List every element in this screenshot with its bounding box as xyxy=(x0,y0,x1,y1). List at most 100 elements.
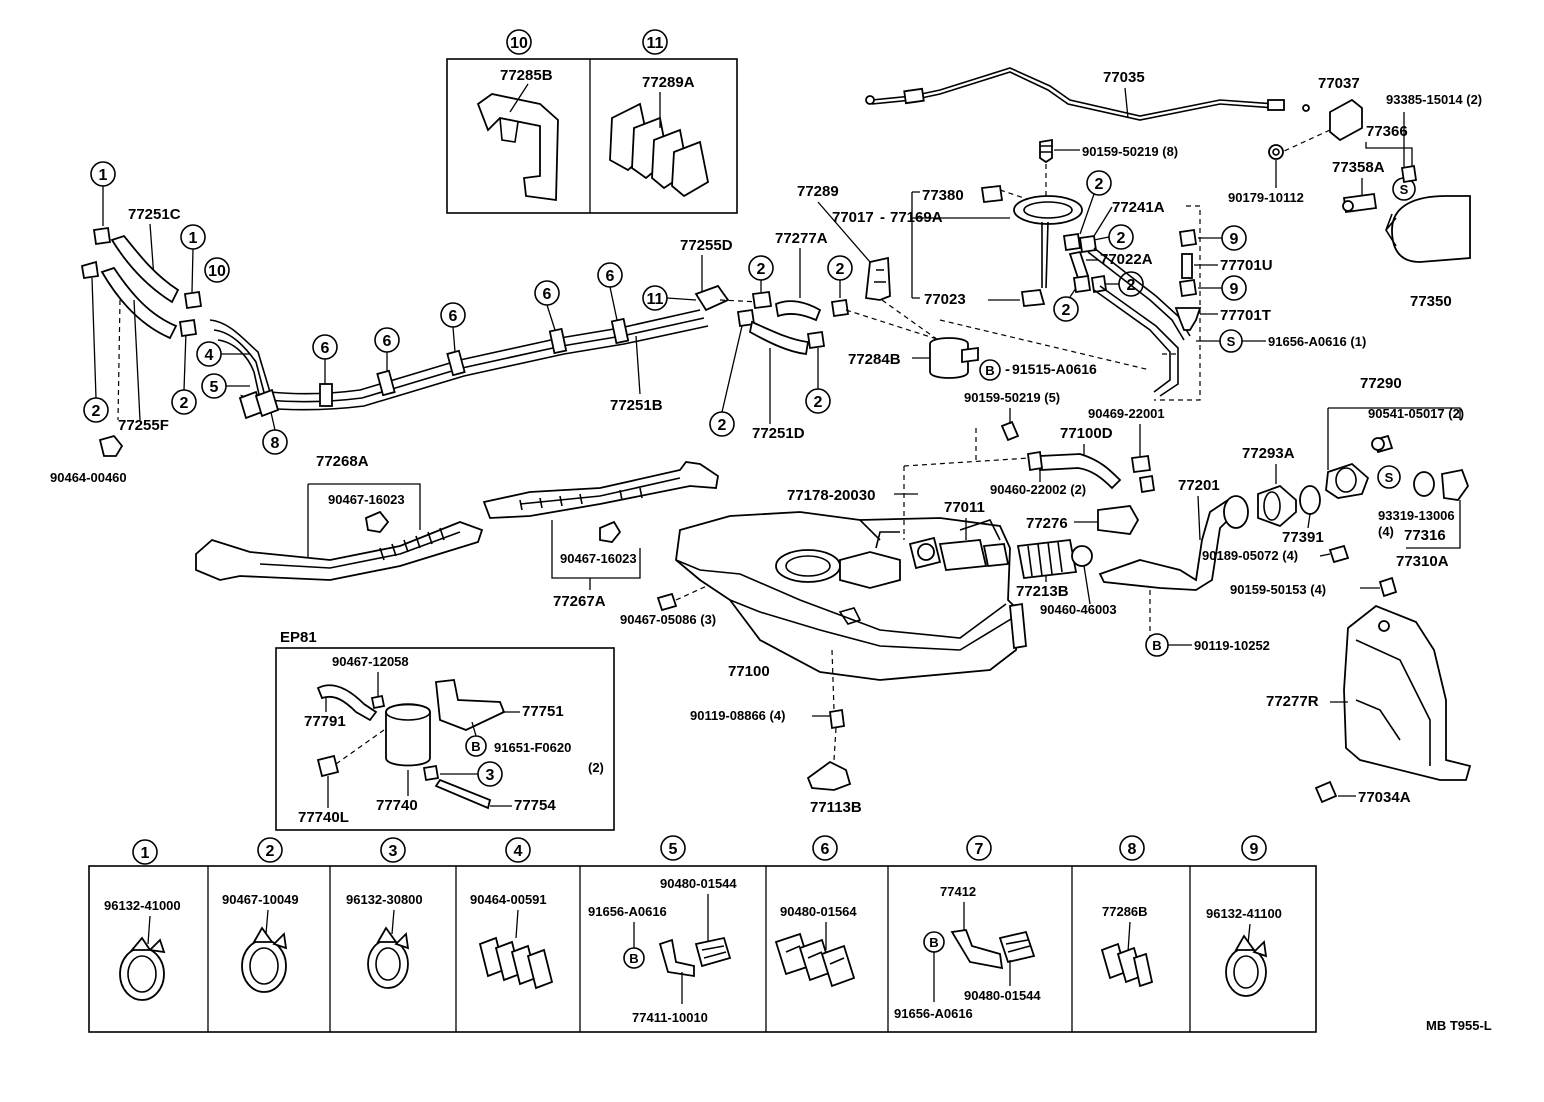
symbol-b-90119: B xyxy=(1152,638,1161,653)
part-label-77293a: 77293A xyxy=(1242,445,1295,462)
legend-7-part-a: 77412 xyxy=(940,884,976,899)
part-label-77017-dash: - xyxy=(880,209,885,226)
legend-5-part-b: 91656-A0616 xyxy=(588,904,667,919)
callout-2-h: 2 xyxy=(1117,230,1126,247)
part-label-90189-05072: 90189-05072 (4) xyxy=(1202,548,1298,563)
callout-2-left: 2 xyxy=(92,403,101,420)
part-label-77023: 77023 xyxy=(924,291,966,308)
clip-96132-41000-icon xyxy=(119,936,166,1001)
part-label-77241a: 77241A xyxy=(1112,199,1165,216)
part-label-90467-05086: 90467-05086 (3) xyxy=(620,612,716,627)
part-label-77751: 77751 xyxy=(522,703,564,720)
lock-77037 xyxy=(1329,98,1363,142)
hose-77754 xyxy=(434,778,492,810)
callout-3: 3 xyxy=(486,767,495,784)
part-label-77251c: 77251C xyxy=(128,206,181,223)
part-label-77284b: 77284B xyxy=(848,351,901,368)
part-label-77213b: 77213B xyxy=(1016,583,1069,600)
part-label-77178-20030: 77178-20030 xyxy=(787,487,875,504)
symbol-s-93385: S xyxy=(1400,182,1409,197)
part-label-77316: 77316 xyxy=(1404,527,1446,544)
part-label-93319-qty: (4) xyxy=(1378,524,1394,539)
hose-77791 xyxy=(316,684,378,722)
part-label-77169a: 77169A xyxy=(890,209,943,226)
callout-1-mid: 1 xyxy=(189,230,198,247)
callout-2-j: 2 xyxy=(1062,302,1071,319)
hose-77213b xyxy=(1016,539,1078,579)
callout-6-c: 6 xyxy=(449,308,458,325)
engine-box-label: EP81 xyxy=(280,629,317,646)
callout-9-b: 9 xyxy=(1230,281,1239,298)
legend-num-6: 6 xyxy=(821,841,830,858)
part-label-91651-qty: (2) xyxy=(588,760,604,775)
ep81-box: EP81 90467-12058 77791 77751 B 91651-F06… xyxy=(275,629,615,831)
symbol-s-91656: S xyxy=(1227,334,1236,349)
part-label-77100d: 77100D xyxy=(1060,425,1113,442)
symbol-b-91515: B xyxy=(985,363,994,378)
symbol-b-legend-5: B xyxy=(629,951,638,966)
part-label-77201: 77201 xyxy=(1178,477,1220,494)
part-label-90119-08866: 90119-08866 (4) xyxy=(690,708,785,723)
part-label-90460-46003: 90460-46003 xyxy=(1040,602,1117,617)
part-label-77267a: 77267A xyxy=(553,593,606,610)
part-label-93319-13006: 93319-13006 xyxy=(1378,508,1455,523)
part-label-77740l: 77740L xyxy=(298,809,349,826)
part-label-90541-05017: 90541-05017 (2) xyxy=(1368,406,1464,421)
part-label-90159-50219-5: 90159-50219 (5) xyxy=(964,390,1060,405)
main-fuel-lines: 6 6 6 6 6 11 77251B 77255D xyxy=(209,237,761,420)
callout-1-left: 1 xyxy=(99,167,108,184)
filler-group: 90159-50219 (5) 90469-22001 77100D 90460… xyxy=(787,390,1270,657)
part-label-90469-22001: 90469-22001 xyxy=(1088,406,1165,421)
callout-6-a: 6 xyxy=(321,340,330,357)
hose-group-77277a: 2 77277A 2 2 77251D 2 xyxy=(709,230,941,442)
callout-2-mid: 2 xyxy=(180,395,189,412)
callout-2-c: 2 xyxy=(757,261,766,278)
symbol-b-91651: B xyxy=(471,739,480,754)
canister-77284b xyxy=(929,337,969,379)
part-label-77035: 77035 xyxy=(1103,69,1145,86)
clamp-90480-01564-icon xyxy=(774,932,856,988)
protector-77113b xyxy=(806,760,852,791)
part-label-77754: 77754 xyxy=(514,797,556,814)
part-label-91656-a0616-1: 91656-A0616 (1) xyxy=(1268,334,1366,349)
callout-10-top: 10 xyxy=(510,35,528,52)
clip-90464-00460 xyxy=(98,434,124,457)
fuel-cap-77316 xyxy=(1441,468,1470,501)
bracket-77289 xyxy=(865,256,891,301)
part-label-77011: 77011 xyxy=(944,499,985,516)
clamp-77286b-icon xyxy=(1100,942,1154,988)
legend-3-part: 96132-30800 xyxy=(346,892,423,907)
part-label-90159-50219-8: 90159-50219 (8) xyxy=(1082,144,1178,159)
inlet-group: 77293A 77391 77290 90541-05017 (2) S 933… xyxy=(1202,375,1470,598)
callout-2-e: 2 xyxy=(718,417,727,434)
bracket-77412-icon xyxy=(950,929,1036,970)
band-77267a xyxy=(482,461,719,519)
legend-8-part: 77286B xyxy=(1102,904,1148,919)
callout-9-a: 9 xyxy=(1230,231,1239,248)
part-label-77017: 77017 xyxy=(832,209,874,226)
legend-num-9: 9 xyxy=(1250,841,1259,858)
legend-5-part-c: 77411-10010 xyxy=(632,1010,708,1025)
legend-7-part-c: 91656-A0616 xyxy=(894,1006,973,1021)
canister-group: 77289 77284B B 91515-A0616 - 91515-A0616 xyxy=(797,183,1010,381)
canister-77740 xyxy=(385,703,431,767)
callout-2-d: 2 xyxy=(836,261,845,278)
inlet-box xyxy=(1325,462,1370,499)
part-label-90179-10112: 90179-10112 xyxy=(1228,190,1304,205)
left-hose-group: 1 77251C 2 77255F 90464-00460 1 10 2 4 5… xyxy=(50,161,288,485)
part-label-90460-22002: 90460-22002 (2) xyxy=(990,482,1086,497)
part-label-91515-a0616: - xyxy=(1005,361,1010,378)
protector-77277r-group: 77277R 77034A xyxy=(1266,604,1472,806)
part-label-77100: 77100 xyxy=(728,663,770,680)
part-label-77255d: 77255D xyxy=(680,237,733,254)
part-label-91651-f0620: 91651-F0620 xyxy=(494,740,571,755)
part-label-77289a: 77289A xyxy=(642,74,695,91)
part-label-77391: 77391 xyxy=(1282,529,1324,546)
callout-11-mid: 11 xyxy=(647,291,664,308)
part-label-77037: 77037 xyxy=(1318,75,1360,92)
part-label-90159-50153: 90159-50153 (4) xyxy=(1230,582,1326,597)
part-label-93385-15014: 93385-15014 (2) xyxy=(1386,92,1482,107)
part-label-77251d: 77251D xyxy=(752,425,805,442)
part-label-77701t: 77701T xyxy=(1220,307,1271,324)
part-label-77276: 77276 xyxy=(1026,515,1068,532)
